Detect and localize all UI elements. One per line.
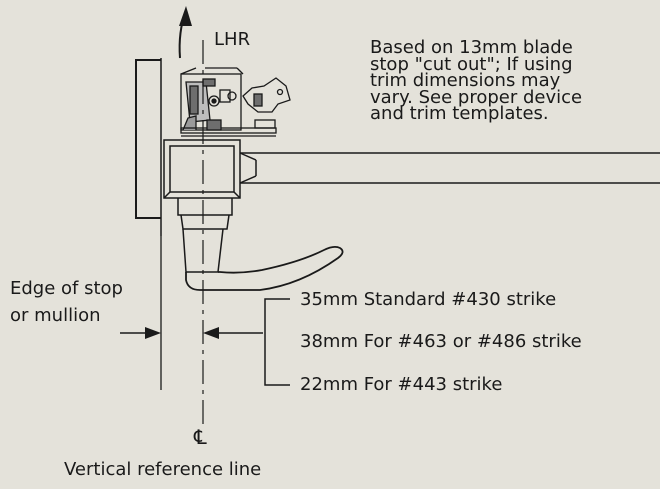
note-line: and trim templates. bbox=[370, 103, 549, 124]
door-stop-bracket bbox=[135, 59, 161, 219]
centerline-caption: Vertical reference line bbox=[64, 459, 262, 480]
escutcheon bbox=[163, 139, 241, 199]
edge-label-line-2: or mullion bbox=[10, 305, 101, 326]
lever-rose bbox=[177, 198, 233, 273]
centerline-symbol: ℄ bbox=[194, 425, 207, 449]
lock-mechanism bbox=[180, 67, 291, 137]
strike-option-38mm: 38mm For #463 or #486 strike bbox=[300, 331, 582, 352]
lever-handle bbox=[185, 245, 344, 291]
trim-rod bbox=[239, 152, 660, 184]
template-note: Based on 13mm blade stop "cut out"; If u… bbox=[370, 37, 583, 124]
lhr-label: LHR bbox=[214, 29, 251, 50]
left-dimension-arrow bbox=[145, 327, 161, 339]
right-dimension-arrow bbox=[203, 327, 219, 339]
strike-option-22mm: 22mm For #443 strike bbox=[300, 374, 503, 395]
note-line: vary. See proper device bbox=[370, 86, 583, 108]
rotation-arrow-head bbox=[179, 6, 192, 26]
strike-option-35mm: 35mm Standard #430 strike bbox=[300, 289, 557, 310]
note-line: trim dimensions may bbox=[370, 70, 561, 91]
note-line: stop "cut out"; If using bbox=[370, 53, 573, 75]
edge-label-line-1: Edge of stop bbox=[10, 278, 123, 299]
strike-bracket bbox=[264, 298, 290, 386]
note-line: Based on 13mm blade bbox=[370, 37, 573, 58]
